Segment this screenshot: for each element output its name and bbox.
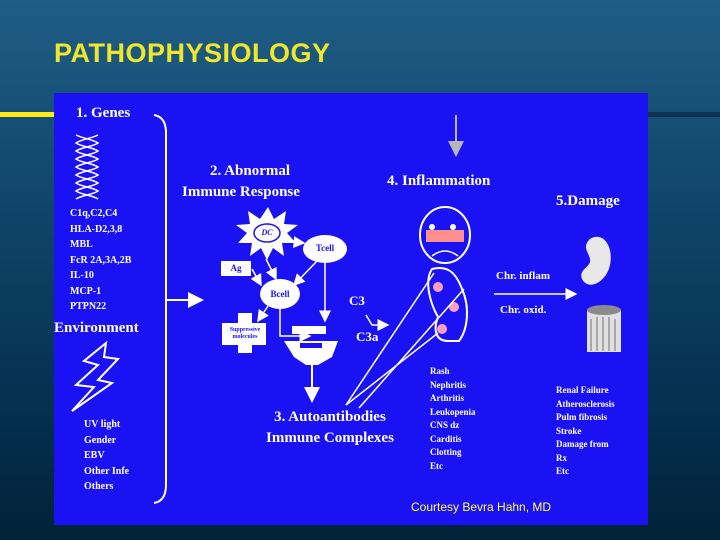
credit-text: Courtesy Bevra Hahn, MD [411, 500, 552, 514]
lightning-bolt-icon [71, 340, 121, 412]
gene-item: C1q,C2,C4 [70, 208, 118, 219]
environment-item: EBV [84, 450, 105, 461]
inflammation-item: Leukopenia [430, 406, 476, 417]
dna-helix-icon [74, 134, 100, 200]
damage-item: Damage from [556, 439, 609, 449]
immune-response-heading-line1: 2. Abnormal [210, 163, 291, 179]
pathophysiology-diagram: 1. Genes C1q,C2,C4 HLA-D2,3,8 MBL FcR 2A… [54, 93, 648, 525]
inflammation-item: Clotting [430, 447, 462, 457]
inflammation-face-icon [419, 115, 471, 342]
damage-item: Rx [556, 452, 567, 463]
dc-label: DC [261, 228, 273, 237]
environment-item: Other Infe [84, 465, 130, 477]
environment-item: Others [84, 481, 114, 492]
gene-item: FcR 2A,3A,2B [70, 254, 132, 266]
tcell-icon [303, 235, 347, 263]
tcell-label: Tcell [315, 243, 335, 253]
damage-item: Renal Failure [556, 385, 609, 395]
environment-list: UV light Gender EBV Other Infe Others [84, 417, 129, 495]
blood-vessel-icon [587, 305, 621, 352]
genes-list: C1q,C2,C4 HLA-D2,3,8 MBL FcR 2A,3A,2B IL… [70, 206, 131, 315]
genes-bracket [153, 114, 167, 504]
divider-rule [648, 112, 720, 117]
immune-response-heading: 2. Abnormal Immune Response [182, 161, 300, 203]
damage-list: Renal Failure Atherosclerosis Pulm fibro… [556, 384, 615, 479]
c3-label: C3 [349, 293, 365, 308]
antigen-label: Ag [230, 263, 242, 273]
kidney-icon [581, 236, 611, 285]
gene-item: IL-10 [70, 270, 94, 281]
environment-item: Gender [84, 434, 117, 446]
suppressive-label: Suppressive molecules [229, 327, 261, 340]
damage-item: Etc [556, 466, 569, 476]
slide-title: PATHOPHYSIOLOGY [54, 38, 331, 68]
bcell-icon [260, 279, 300, 309]
inflammation-item: Carditis [430, 433, 462, 444]
chronic-inflammation-label: Chr. inflam [496, 270, 550, 282]
autoantibodies-heading-line2: Immune Complexes [266, 430, 394, 446]
damage-item: Atherosclerosis [556, 398, 615, 409]
gene-item: MCP-1 [70, 285, 102, 297]
antigen-box [221, 261, 251, 276]
dendritic-cell-icon [236, 207, 298, 260]
chronic-oxidation-label: Chr. oxid. [500, 304, 547, 316]
inflammation-list: Rash Nephritis Arthritis Leukopenia CNS … [430, 365, 476, 473]
inflammation-item: Rash [430, 366, 450, 376]
autoantibodies-heading: 3. Autoantibodies Immune Complexes [266, 407, 394, 449]
c3a-label: C3a [356, 329, 379, 344]
inflammation-item: Arthritis [430, 393, 464, 403]
inflammation-item: Etc [430, 460, 443, 471]
damage-item: Pulm fibrosis [556, 412, 608, 422]
accent-rule [0, 112, 54, 117]
gene-item: HLA-D2,3,8 [70, 223, 123, 235]
environment-heading: Environment [54, 320, 139, 336]
inflammation-item: CNS dz [430, 420, 460, 430]
suppressive-molecules-icon [222, 313, 266, 353]
damage-heading: 5.Damage [556, 193, 620, 209]
autoantibodies-heading-line1: 3. Autoantibodies [274, 409, 386, 425]
genes-heading: 1. Genes [76, 105, 131, 121]
gene-item: MBL [70, 239, 93, 250]
damage-item: Stroke [556, 425, 582, 436]
environment-item: UV light [84, 419, 121, 430]
diagram-graphics [71, 114, 621, 504]
immune-response-heading-line2: Immune Response [182, 184, 300, 200]
gene-item: PTPN22 [70, 301, 107, 312]
inflammation-heading: 4. Inflammation [387, 173, 491, 189]
inflammation-item: Nephritis [430, 379, 466, 390]
antibody-icon [284, 326, 338, 403]
bcell-label: Bcell [270, 289, 290, 299]
